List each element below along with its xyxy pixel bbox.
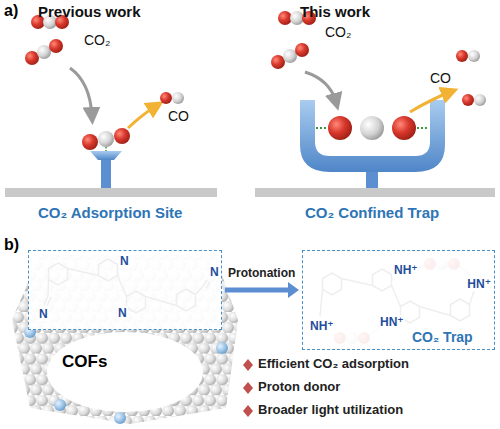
label-text: This work	[300, 3, 370, 20]
arrow-head	[288, 282, 299, 298]
label-text: Efficient CO₂ adsorption	[258, 357, 409, 372]
drawn-circle	[82, 134, 98, 150]
label-text: COFs	[62, 352, 107, 372]
drawn-circle	[54, 399, 66, 411]
drawn-circle	[25, 51, 39, 65]
label-text: Previous work	[38, 3, 141, 20]
drawn-path	[90, 151, 122, 160]
label-text: Proton donor	[258, 380, 340, 395]
structure-box: N N N N	[28, 250, 222, 330]
drawn-circle	[114, 412, 126, 424]
drawn-circle	[456, 50, 468, 62]
drawn-circle	[49, 39, 63, 53]
drawn-rect	[255, 188, 495, 197]
label-text: CO₂	[325, 24, 351, 40]
drawn-circle	[283, 49, 297, 63]
drawn-path	[70, 68, 92, 116]
atom-label: NH⁺	[309, 319, 335, 333]
drawn-line	[316, 127, 327, 129]
drawn-polygon	[243, 405, 253, 417]
atom-label: N	[119, 254, 130, 268]
label-text: b)	[4, 236, 19, 254]
drawn-circle	[172, 92, 184, 104]
atom-label: HN⁺	[466, 277, 492, 291]
this-work-scene	[255, 11, 495, 197]
co2-trap-box: NH⁺ HN⁺ HN⁺ NH⁺ CO₂ Trap	[302, 250, 495, 350]
drawn-circle	[278, 11, 292, 25]
atom-label: NH⁺	[393, 263, 419, 277]
arrow-label: Protonation	[227, 266, 296, 280]
label-text: a)	[4, 2, 18, 20]
atom-label: N	[117, 306, 128, 320]
drawn-circle	[160, 92, 172, 104]
drawn-line	[105, 147, 107, 151]
reaction-arrow	[225, 282, 299, 298]
node-heading: CO₂ Trap	[411, 329, 474, 345]
label-text: Broader light utilization	[258, 403, 403, 418]
drawn-circle	[468, 50, 480, 62]
label-text: CO	[430, 70, 451, 86]
drawn-circle	[216, 342, 228, 354]
drawn-circle	[474, 94, 486, 106]
drawn-polygon	[243, 359, 253, 371]
atom-label: HN⁺	[379, 315, 405, 329]
drawn-circle	[295, 43, 309, 57]
drawn-circle	[392, 116, 416, 140]
previous-work-scene	[5, 15, 217, 197]
drawn-circle	[328, 116, 352, 140]
label-text: CO	[168, 108, 189, 124]
drawn-circle	[462, 94, 474, 106]
drawn-circle	[114, 128, 130, 144]
label-text: CO₂ Confined Trap	[305, 204, 439, 221]
drawn-path	[128, 106, 156, 128]
drawn-rect	[366, 170, 378, 188]
drawn-line	[417, 127, 429, 129]
drawn-path	[410, 92, 450, 112]
drawn-circle	[98, 131, 114, 147]
arrow-shaft	[225, 288, 290, 293]
label-text: CO₂ Adsorption Site	[38, 204, 182, 221]
label-text: CO₂	[84, 32, 110, 48]
drawn-path	[300, 100, 445, 172]
drawn-rect	[5, 188, 217, 197]
drawn-circle	[271, 55, 285, 69]
drawn-path	[305, 72, 336, 102]
drawn-circle	[360, 116, 384, 140]
atom-label: N	[209, 265, 220, 279]
drawn-circle	[37, 45, 51, 59]
bullet-diamonds	[243, 359, 253, 417]
atom-label: N	[38, 307, 49, 321]
drawn-rect	[101, 158, 111, 188]
drawn-polygon	[243, 382, 253, 394]
